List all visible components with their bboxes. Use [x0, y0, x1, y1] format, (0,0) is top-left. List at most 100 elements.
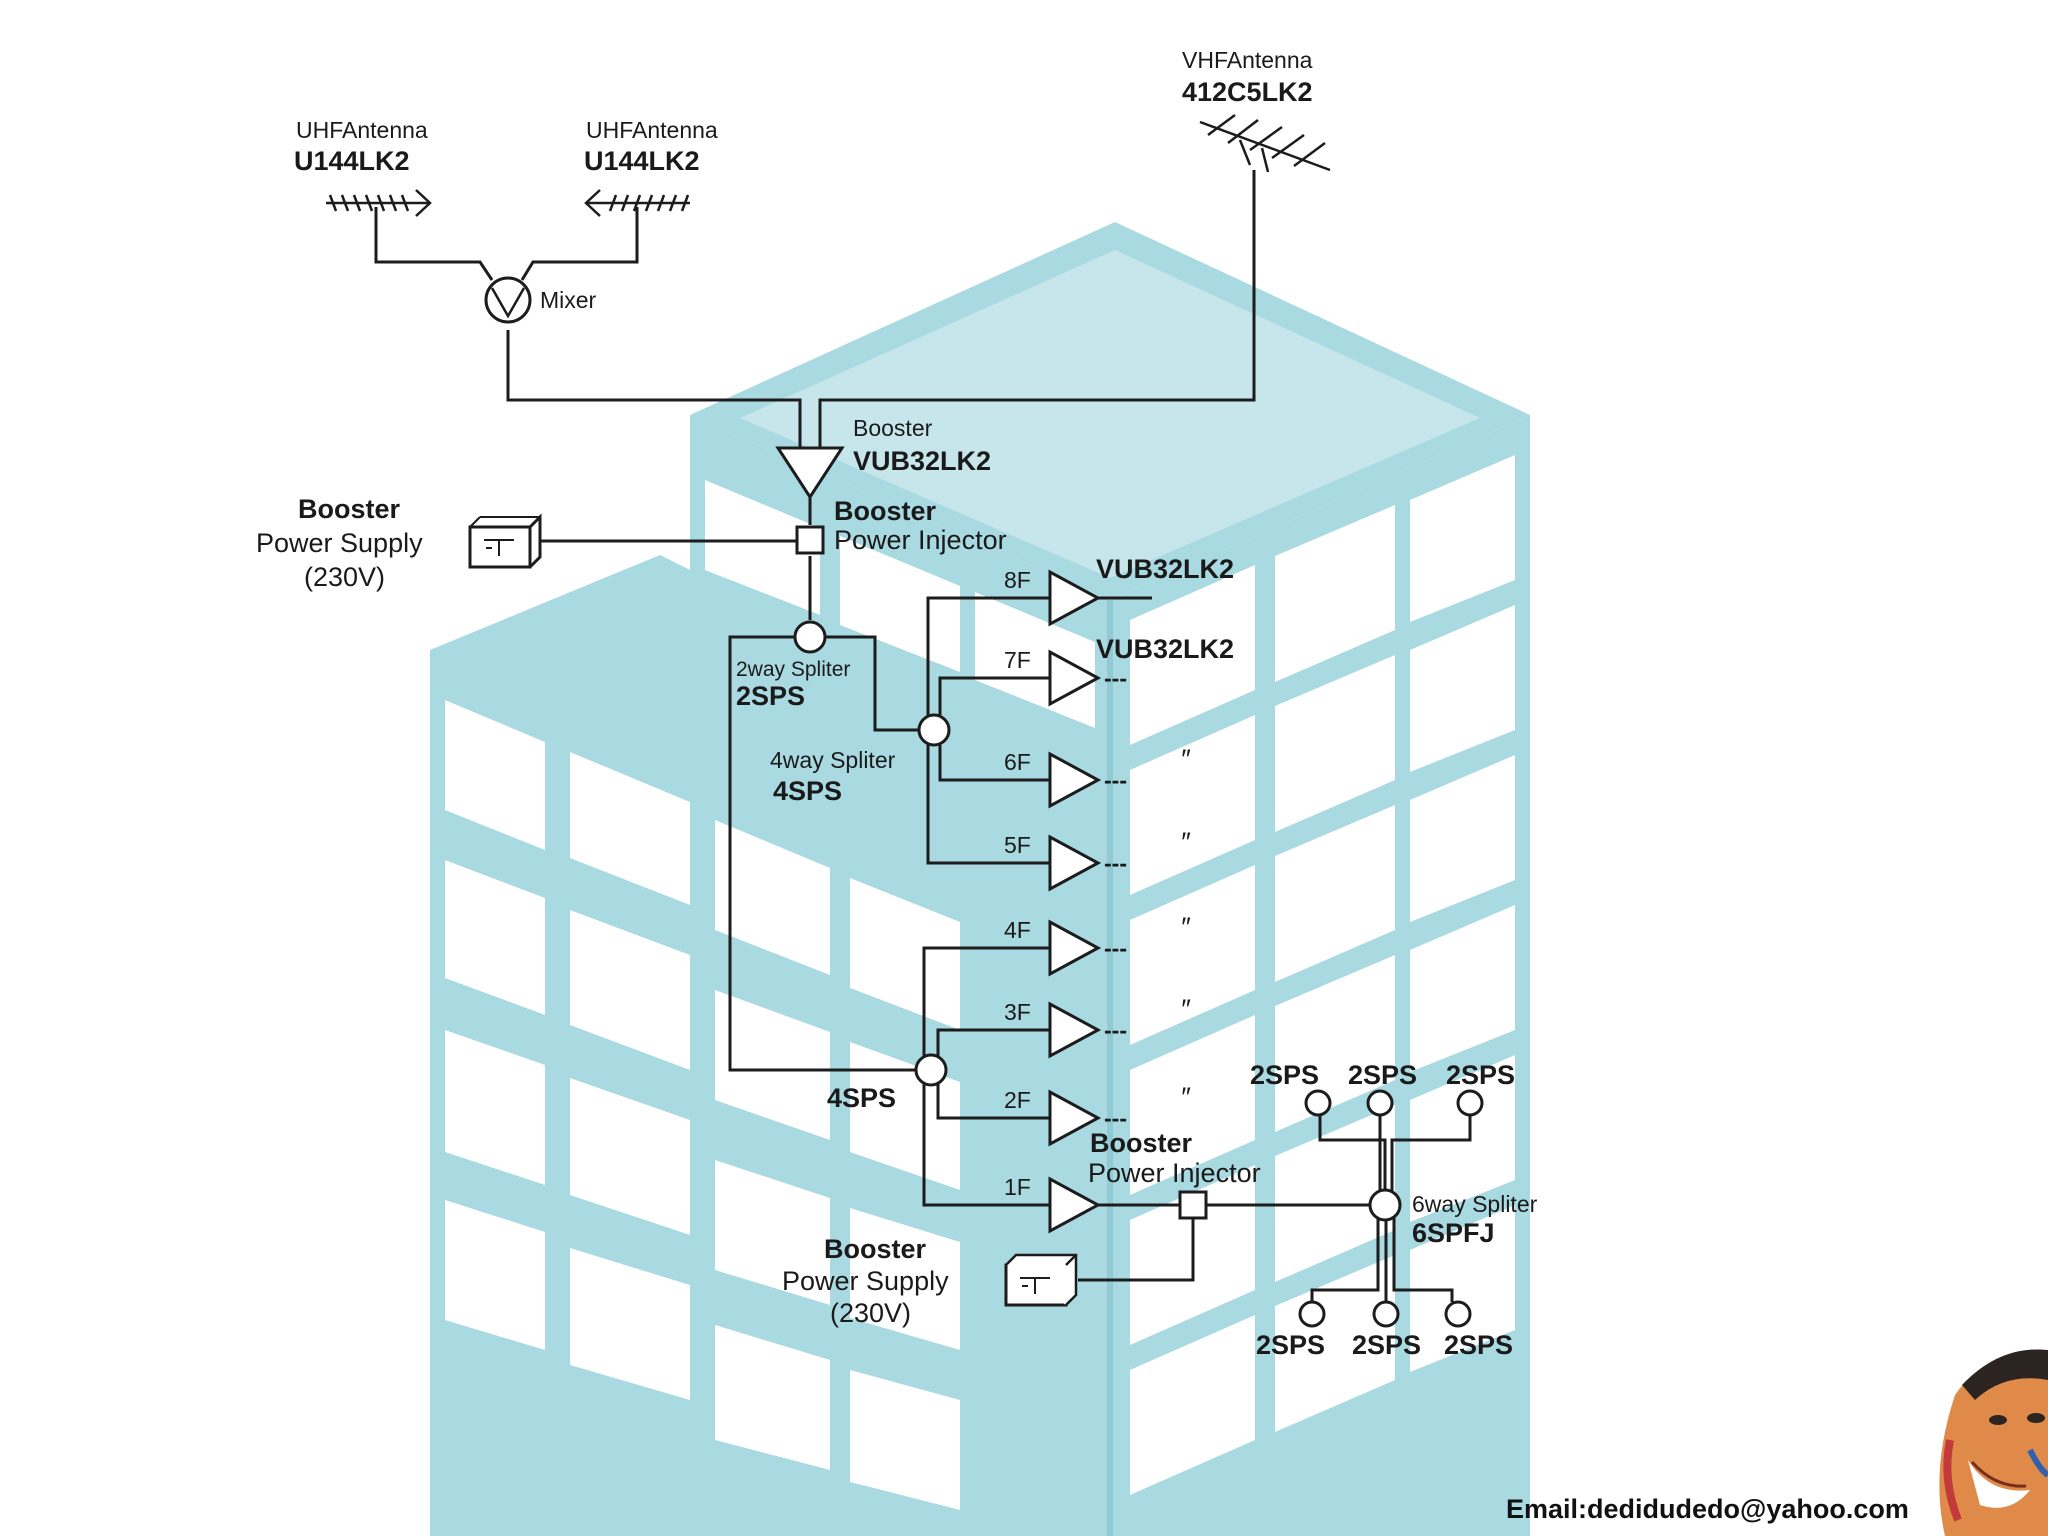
uhf-left-antenna-icon	[326, 189, 432, 217]
splitter-4way-upper: 4way Spliter 4SPS	[770, 713, 951, 806]
floor-amp-model: VUB32LK2	[1096, 554, 1234, 584]
splitter-6way: 6way Spliter 6SPFJ	[1368, 1188, 1538, 1248]
outlet-top-1-icon	[1304, 1089, 1332, 1117]
uhf-right-type-label: UHFAntenna	[586, 117, 718, 143]
floor-amp-8f: 8F VUB32LK2	[1004, 554, 1234, 627]
floor-amp-7f-icon	[1048, 649, 1102, 707]
floor-amp-2f-icon	[1048, 1089, 1102, 1147]
outlet-top-2-label: 2SPS	[1348, 1060, 1417, 1090]
vhf-model-label: 412C5LK2	[1182, 77, 1313, 107]
floor-label: 3F	[1004, 999, 1031, 1025]
floor-label: 2F	[1004, 1087, 1031, 1113]
outlet-bottom-3-icon	[1444, 1300, 1472, 1328]
main-booster-amp-icon	[775, 446, 845, 500]
outlet-bottom-2-label: 2SPS	[1352, 1330, 1421, 1360]
outlet-top-3-icon	[1456, 1089, 1484, 1117]
floor-label: 4F	[1004, 917, 1031, 943]
mixer: Mixer	[484, 276, 597, 324]
main-booster: Booster VUB32LK2	[775, 415, 991, 500]
splitter-4way-lower-model: 4SPS	[827, 1083, 896, 1113]
vhf-antenna-icon	[1199, 113, 1331, 173]
floor-amp-model: VUB32LK2	[1096, 634, 1234, 664]
splitter-4way-lower-icon	[914, 1053, 948, 1087]
floor-amp-7f: 7F VUB32LK2---	[1004, 634, 1234, 707]
power-supply-top-voltage: (230V)	[304, 562, 385, 592]
uhf-left-model-label: U144LK2	[294, 146, 410, 176]
outlet-top-1-label: 2SPS	[1250, 1060, 1319, 1090]
low-block-windows	[445, 700, 960, 1510]
power-injector-top-icon	[795, 525, 825, 555]
floor-amp-6f-icon	[1048, 751, 1102, 809]
floor-amp-output-line: ---	[1104, 767, 1127, 793]
outlet-top-2-icon	[1366, 1089, 1394, 1117]
floor-amp-model: ″	[1180, 827, 1191, 857]
floor-label: 7F	[1004, 647, 1031, 673]
power-supply-bottom-icon	[1004, 1253, 1078, 1307]
floor-amp-output-line: ---	[1104, 935, 1127, 961]
vhf-type-label: VHFAntenna	[1182, 47, 1313, 73]
floor-amp-8f-icon	[1048, 569, 1102, 627]
floor-amp-6f: 6F ″ ---	[1004, 744, 1191, 809]
outlet-bottom-2-icon	[1372, 1300, 1400, 1328]
outlets-top: 2SPS 2SPS 2SPS	[1250, 1060, 1515, 1117]
uhf-antenna-right: UHFAntenna U144LK2	[584, 117, 718, 217]
power-injector-bottom: Booster Power Injector	[1088, 1128, 1261, 1220]
splitter-4way-lower: 4SPS	[827, 1053, 948, 1113]
power-supply-top-icon	[468, 513, 542, 569]
floor-amp-4f: 4F ″ ---	[1004, 912, 1191, 977]
floor-amp-output-line: ---	[1104, 665, 1127, 691]
uhf-right-antenna-icon	[584, 189, 690, 217]
power-injector-top: Booster Power Injector	[795, 496, 1007, 555]
splitter-4way-upper-label: 4way Spliter	[770, 747, 896, 773]
floor-amp-3f: 3F″---	[1004, 994, 1191, 1059]
power-injector-bottom-title: Booster	[1090, 1128, 1193, 1158]
splitter-2way-model: 2SPS	[736, 681, 805, 711]
power-supply-top: Booster Power Supply (230V)	[256, 494, 542, 592]
power-supply-bottom-voltage: (230V)	[830, 1298, 911, 1328]
main-booster-model: VUB32LK2	[853, 446, 991, 476]
floor-amp-model: ″	[1180, 1082, 1191, 1112]
floor-amp-2f: 2F ″ ---	[1004, 1082, 1191, 1147]
outlets-bottom: 2SPS 2SPS 2SPS	[1256, 1300, 1513, 1360]
uhf-right-model-label: U144LK2	[584, 146, 700, 176]
outlet-bottom-1-icon	[1298, 1300, 1326, 1328]
vhf-antenna: VHFAntenna 412C5LK2	[1182, 47, 1331, 173]
power-injector-bottom-label: Power Injector	[1088, 1158, 1261, 1188]
floor-amp-model: ″	[1180, 744, 1191, 774]
mixer-label: Mixer	[540, 287, 597, 313]
floor-label: 5F	[1004, 832, 1031, 858]
avatar	[1939, 1349, 2048, 1536]
splitter-6way-model: 6SPFJ	[1412, 1218, 1495, 1248]
mixer-symbol-icon	[484, 276, 532, 324]
power-supply-bottom: Booster Power Supply (230V)	[782, 1234, 1078, 1328]
outlet-bottom-3-label: 2SPS	[1444, 1330, 1513, 1360]
uhf-left-type-label: UHFAntenna	[296, 117, 428, 143]
splitter-6way-icon	[1368, 1188, 1402, 1222]
wiring	[374, 170, 1472, 1302]
power-injector-bottom-icon	[1178, 1190, 1208, 1220]
outlet-top-3-label: 2SPS	[1446, 1060, 1515, 1090]
power-injector-top-label: Power Injector	[834, 525, 1007, 555]
floor-amp-4f-icon	[1048, 919, 1102, 977]
floor-amp-5f: 5F ″ ---	[1004, 827, 1191, 892]
splitter-4way-upper-model: 4SPS	[773, 776, 842, 806]
floor-label: 6F	[1004, 749, 1031, 775]
floor-amp-output-line: ---	[1104, 850, 1127, 876]
floor-label: 8F	[1004, 567, 1031, 593]
outlet-bottom-1-label: 2SPS	[1256, 1330, 1325, 1360]
floor-amp-model: ″	[1180, 994, 1191, 1024]
splitter-6way-label: 6way Spliter	[1412, 1191, 1538, 1217]
floor-label: 1F	[1004, 1174, 1031, 1200]
floor-amp-output-line: ---	[1104, 1105, 1127, 1131]
tower-roof-inner	[740, 250, 1480, 578]
power-supply-bottom-label: Power Supply	[782, 1266, 949, 1296]
splitter-2way: 2way Spliter 2SPS	[736, 620, 850, 711]
main-booster-label: Booster	[853, 415, 933, 441]
power-supply-bottom-title: Booster	[824, 1234, 927, 1264]
email-address: Email:dedidudedo@yahoo.com	[1506, 1494, 1909, 1524]
power-supply-top-label: Power Supply	[256, 528, 423, 558]
floor-amp-model: ″	[1180, 912, 1191, 942]
floor-amp-5f-icon	[1048, 834, 1102, 892]
splitter-2way-icon	[793, 620, 827, 654]
